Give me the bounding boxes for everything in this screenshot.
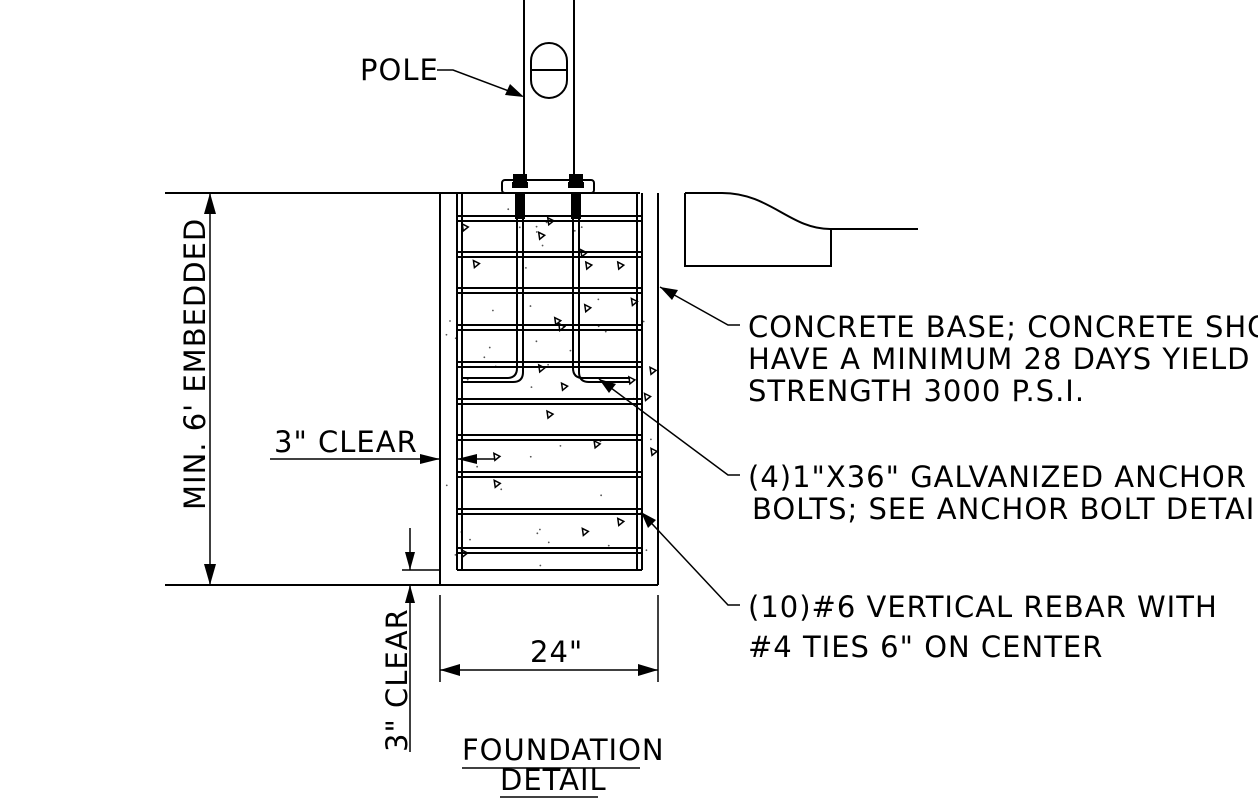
- aggregate-mark: [492, 452, 502, 462]
- bottom-clear-label: 3" CLEAR: [380, 608, 414, 752]
- width-dimension: [439, 595, 659, 682]
- aggregate-dot: [449, 320, 451, 322]
- aggregate-dot: [536, 532, 539, 535]
- aggregate-mark: [593, 439, 602, 450]
- aggregate-mark: [616, 517, 626, 527]
- aggregate-mark: [616, 260, 626, 271]
- aggregate-dot: [569, 349, 572, 352]
- bottom-clear-dimension: [402, 528, 440, 752]
- aggregate-dot: [539, 528, 541, 531]
- aggregate-mark: [472, 259, 481, 269]
- aggregate-mark: [581, 527, 590, 537]
- aggregate-dot: [580, 226, 583, 229]
- aggregate-dot: [559, 444, 562, 447]
- rebar-cage: [456, 193, 643, 571]
- anchor-note-line2: BOLTS; SEE ANCHOR BOLT DETAIL: [752, 492, 1258, 526]
- concrete-note-line2: HAVE A MINIMUM 28 DAYS YIELD: [748, 342, 1250, 376]
- aggregate-dot: [650, 438, 652, 441]
- aggregate-dot: [547, 363, 550, 366]
- aggregate-dot: [573, 229, 576, 232]
- leaders: [437, 69, 740, 606]
- aggregate-mark: [553, 316, 563, 327]
- aggregate-mark: [560, 381, 569, 392]
- aggregate-mark: [627, 375, 637, 386]
- aggregate-mark: [583, 303, 593, 314]
- title-line1: FOUNDATION: [462, 733, 665, 767]
- aggregate-dot: [535, 231, 538, 233]
- aggregate-dot: [529, 305, 532, 307]
- aggregate-dot: [483, 356, 486, 359]
- concrete-note-line1: CONCRETE BASE; CONCRETE SHOULD: [748, 310, 1258, 344]
- aggregate-mark: [650, 447, 659, 457]
- aggregate-dot: [600, 494, 603, 497]
- pole-label: POLE: [360, 53, 439, 87]
- aggregate-dot: [445, 333, 448, 336]
- aggregate-dot: [645, 549, 648, 552]
- embedded-dimension: [204, 193, 216, 585]
- curb-profile: [684, 192, 918, 267]
- side-clear-label: 3" CLEAR: [274, 425, 418, 459]
- aggregate-dot: [535, 225, 538, 228]
- aggregate-dot: [445, 484, 448, 487]
- aggregate-mark: [649, 366, 658, 376]
- aggregate-dot: [642, 320, 645, 323]
- aggregate-mark: [579, 248, 589, 259]
- width-dimension-label: 24": [530, 635, 583, 669]
- aggregate-dot: [547, 541, 550, 544]
- aggregate-mark: [643, 392, 652, 402]
- aggregate-dot: [454, 553, 457, 556]
- aggregate-dot: [488, 346, 491, 349]
- aggregate-dot: [607, 544, 610, 547]
- aggregate-dot: [469, 538, 471, 541]
- concrete-note-line3: STRENGTH 3000 P.S.I.: [748, 374, 1085, 408]
- aggregate-dot: [507, 208, 510, 211]
- aggregate-dot: [539, 564, 542, 567]
- aggregate-dot: [492, 309, 494, 312]
- aggregate-mark: [461, 222, 470, 233]
- base-plate: [501, 174, 595, 194]
- aggregate-mark: [630, 297, 639, 307]
- embedded-dimension-label: MIN. 6' EMBEDDED: [178, 218, 212, 510]
- rebar-note-line1: (10)#6 VERTICAL REBAR WITH: [748, 590, 1218, 624]
- anchor-note-line1: (4)1"X36" GALVANIZED ANCHOR: [748, 460, 1247, 494]
- pole: [523, 0, 575, 180]
- aggregate-dot: [476, 465, 479, 468]
- aggregate-dot: [530, 386, 533, 389]
- aggregate-mark: [493, 479, 502, 489]
- aggregate-dot: [541, 244, 544, 247]
- aggregate-dot: [535, 340, 538, 343]
- aggregate-mark: [537, 230, 547, 241]
- aggregate-dot: [466, 378, 469, 381]
- aggregate-mark: [537, 363, 547, 374]
- anchor-bolts: [462, 193, 630, 383]
- concrete-base: [165, 193, 659, 586]
- aggregate-dot: [518, 226, 521, 229]
- aggregate-mark: [584, 260, 594, 271]
- aggregate-dot: [597, 298, 600, 301]
- aggregate-dot: [500, 488, 503, 491]
- title-line2: DETAIL: [500, 763, 607, 797]
- aggregate-dot: [604, 330, 607, 333]
- rebar-note-line2: #4 TIES 6" ON CENTER: [748, 630, 1103, 664]
- aggregate-dot: [529, 455, 532, 458]
- aggregate-dot: [525, 266, 527, 269]
- aggregate-mark: [546, 409, 555, 420]
- side-clear-dimension: [270, 454, 495, 464]
- concrete-aggregate-texture: [445, 205, 659, 567]
